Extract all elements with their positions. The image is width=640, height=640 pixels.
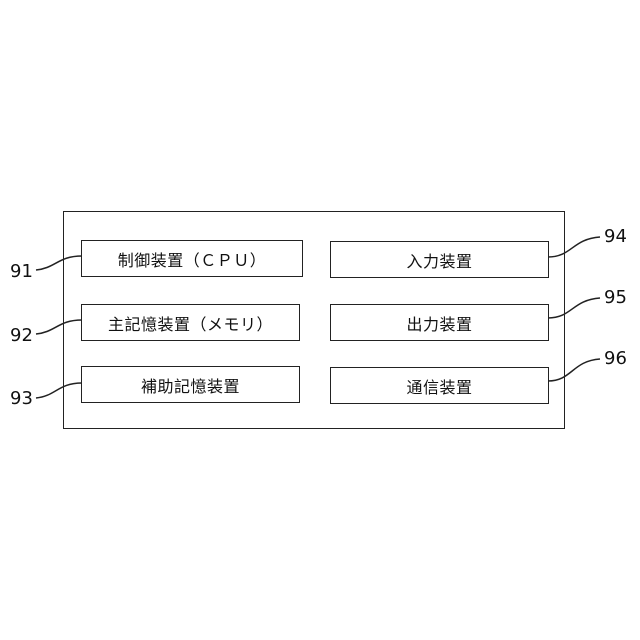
auxiliary-storage-box: 補助記憶装置 (81, 366, 300, 403)
leader-line-91 (36, 256, 82, 270)
communication-device-box: 通信装置 (330, 367, 549, 404)
leader-line-96 (548, 359, 600, 381)
ref-numeral-94: 94 (604, 228, 627, 246)
input-device-box: 入力装置 (330, 241, 549, 278)
ref-numeral-93: 93 (10, 390, 33, 408)
ref-numeral-96: 96 (604, 350, 627, 368)
leader-line-93 (36, 383, 82, 398)
leader-line-95 (548, 298, 600, 318)
control-unit-label: 制御装置（ＣＰＵ） (118, 247, 267, 271)
output-device-box: 出力装置 (330, 304, 549, 341)
ref-numeral-91: 91 (10, 263, 33, 281)
output-device-label: 出力装置 (406, 311, 472, 335)
leader-line-94 (548, 237, 600, 257)
control-unit-box: 制御装置（ＣＰＵ） (81, 240, 303, 277)
auxiliary-storage-label: 補助記憶装置 (141, 373, 240, 397)
input-device-label: 入力装置 (406, 248, 472, 272)
ref-numeral-95: 95 (604, 289, 627, 307)
main-memory-box: 主記憶装置（メモリ） (81, 304, 300, 341)
leader-line-92 (36, 320, 82, 334)
main-memory-label: 主記憶装置（メモリ） (108, 311, 273, 335)
ref-numeral-92: 92 (10, 327, 33, 345)
communication-device-label: 通信装置 (406, 374, 472, 398)
